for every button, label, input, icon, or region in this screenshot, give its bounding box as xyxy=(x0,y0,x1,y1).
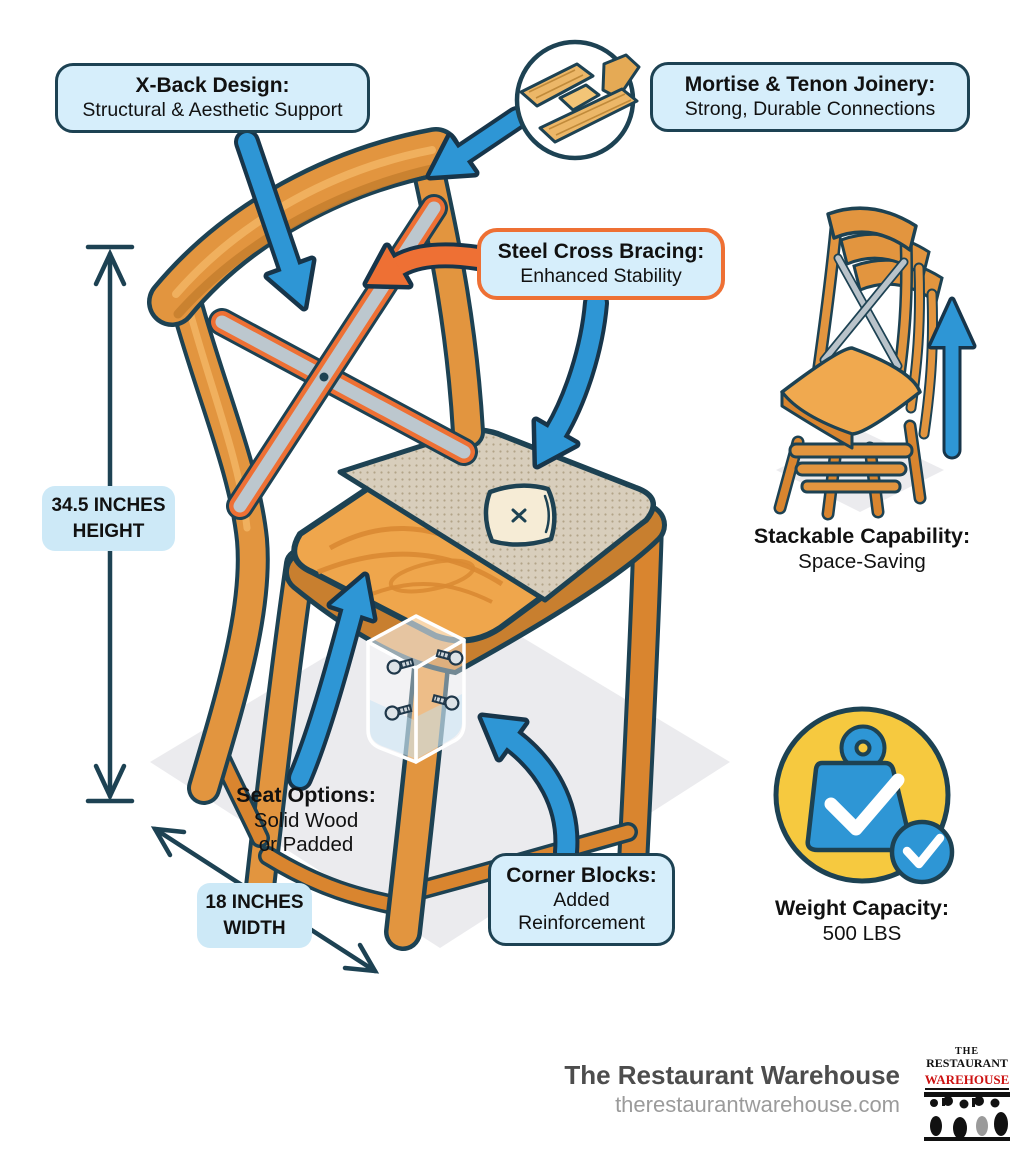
mortise-tenon-badge xyxy=(514,39,641,161)
stackable-title: Stackable Capability: xyxy=(753,524,971,548)
steel-bracing-title: Steel Cross Bracing: xyxy=(497,240,705,263)
seat-options-line2: or Padded xyxy=(258,833,354,857)
weight-capacity-icon xyxy=(773,706,955,885)
corner-blocks-line2: Reinforcement xyxy=(518,911,645,934)
logo-kitchen-silhouette xyxy=(924,1092,1010,1142)
x-back-subtitle: Structural & Aesthetic Support xyxy=(82,98,343,121)
steel-bracing-blue-arrow xyxy=(531,290,609,470)
weight-capacity-title: Weight Capacity: xyxy=(774,896,949,920)
chair-legs xyxy=(204,506,664,951)
seat-options-callout: Seat Options: Solid Wood or Padded xyxy=(216,783,396,858)
width-value: 18 INCHES xyxy=(205,892,304,913)
pillow-icon xyxy=(483,483,557,547)
footer-website: therestaurantwarehouse.com xyxy=(615,1092,900,1117)
steel-bracing-orange-arrow xyxy=(362,242,491,290)
seat-options-arrow xyxy=(287,571,378,791)
corner-blocks-line1: Added xyxy=(553,888,610,911)
mortise-tenon-subtitle: Strong, Durable Connections xyxy=(684,97,936,120)
stackable-callout: Stackable Capability: Space-Saving xyxy=(742,524,982,574)
height-value: 34.5 INCHES xyxy=(51,495,166,516)
height-dimension-label: 34.5 INCHES HEIGHT xyxy=(42,486,175,552)
stacked-chairs xyxy=(773,206,944,521)
x-back-arrow xyxy=(234,129,317,312)
mortise-arrow xyxy=(425,106,529,181)
x-back-title: X-Back Design: xyxy=(135,74,290,97)
steel-bracing-callout: Steel Cross Bracing: Enhanced Stability xyxy=(477,228,725,300)
height-label: HEIGHT xyxy=(72,520,145,542)
weight-capacity-subtitle: 500 LBS xyxy=(822,921,902,945)
stackable-up-arrow xyxy=(927,296,977,460)
corner-blocks-arrow xyxy=(477,712,580,865)
logo-line-restaurant: RESTAURANT xyxy=(926,1056,1008,1070)
steel-bracing-subtitle: Enhanced Stability xyxy=(520,264,682,287)
screw-icons xyxy=(384,648,464,721)
brand-logo: THE RESTAURANT WAREHOUSE xyxy=(920,1046,1014,1142)
mortise-tenon-callout: Mortise & Tenon Joinery: Strong, Durable… xyxy=(650,62,970,132)
chair-top-rail xyxy=(147,127,461,327)
width-label: WIDTH xyxy=(223,917,286,939)
weight-capacity-callout: Weight Capacity: 500 LBS xyxy=(742,896,982,946)
stackable-subtitle: Space-Saving xyxy=(798,549,926,573)
seat-options-line1: Solid Wood xyxy=(253,808,359,832)
seat-options-title: Seat Options: xyxy=(236,783,376,807)
mortise-tenon-title: Mortise & Tenon Joinery: xyxy=(684,73,936,96)
x-back-callout: X-Back Design: Structural & Aesthetic Su… xyxy=(55,63,370,133)
corner-blocks-title: Corner Blocks: xyxy=(506,864,657,887)
logo-line-the: THE xyxy=(954,1046,980,1057)
corner-block-cube xyxy=(366,614,466,764)
footer-brand: The Restaurant Warehouse xyxy=(564,1060,900,1090)
width-dimension-label: 18 INCHES WIDTH xyxy=(197,883,312,949)
corner-blocks-callout: Corner Blocks: Added Reinforcement xyxy=(488,853,675,946)
logo-line-warehouse: WAREHOUSE xyxy=(924,1072,1010,1091)
